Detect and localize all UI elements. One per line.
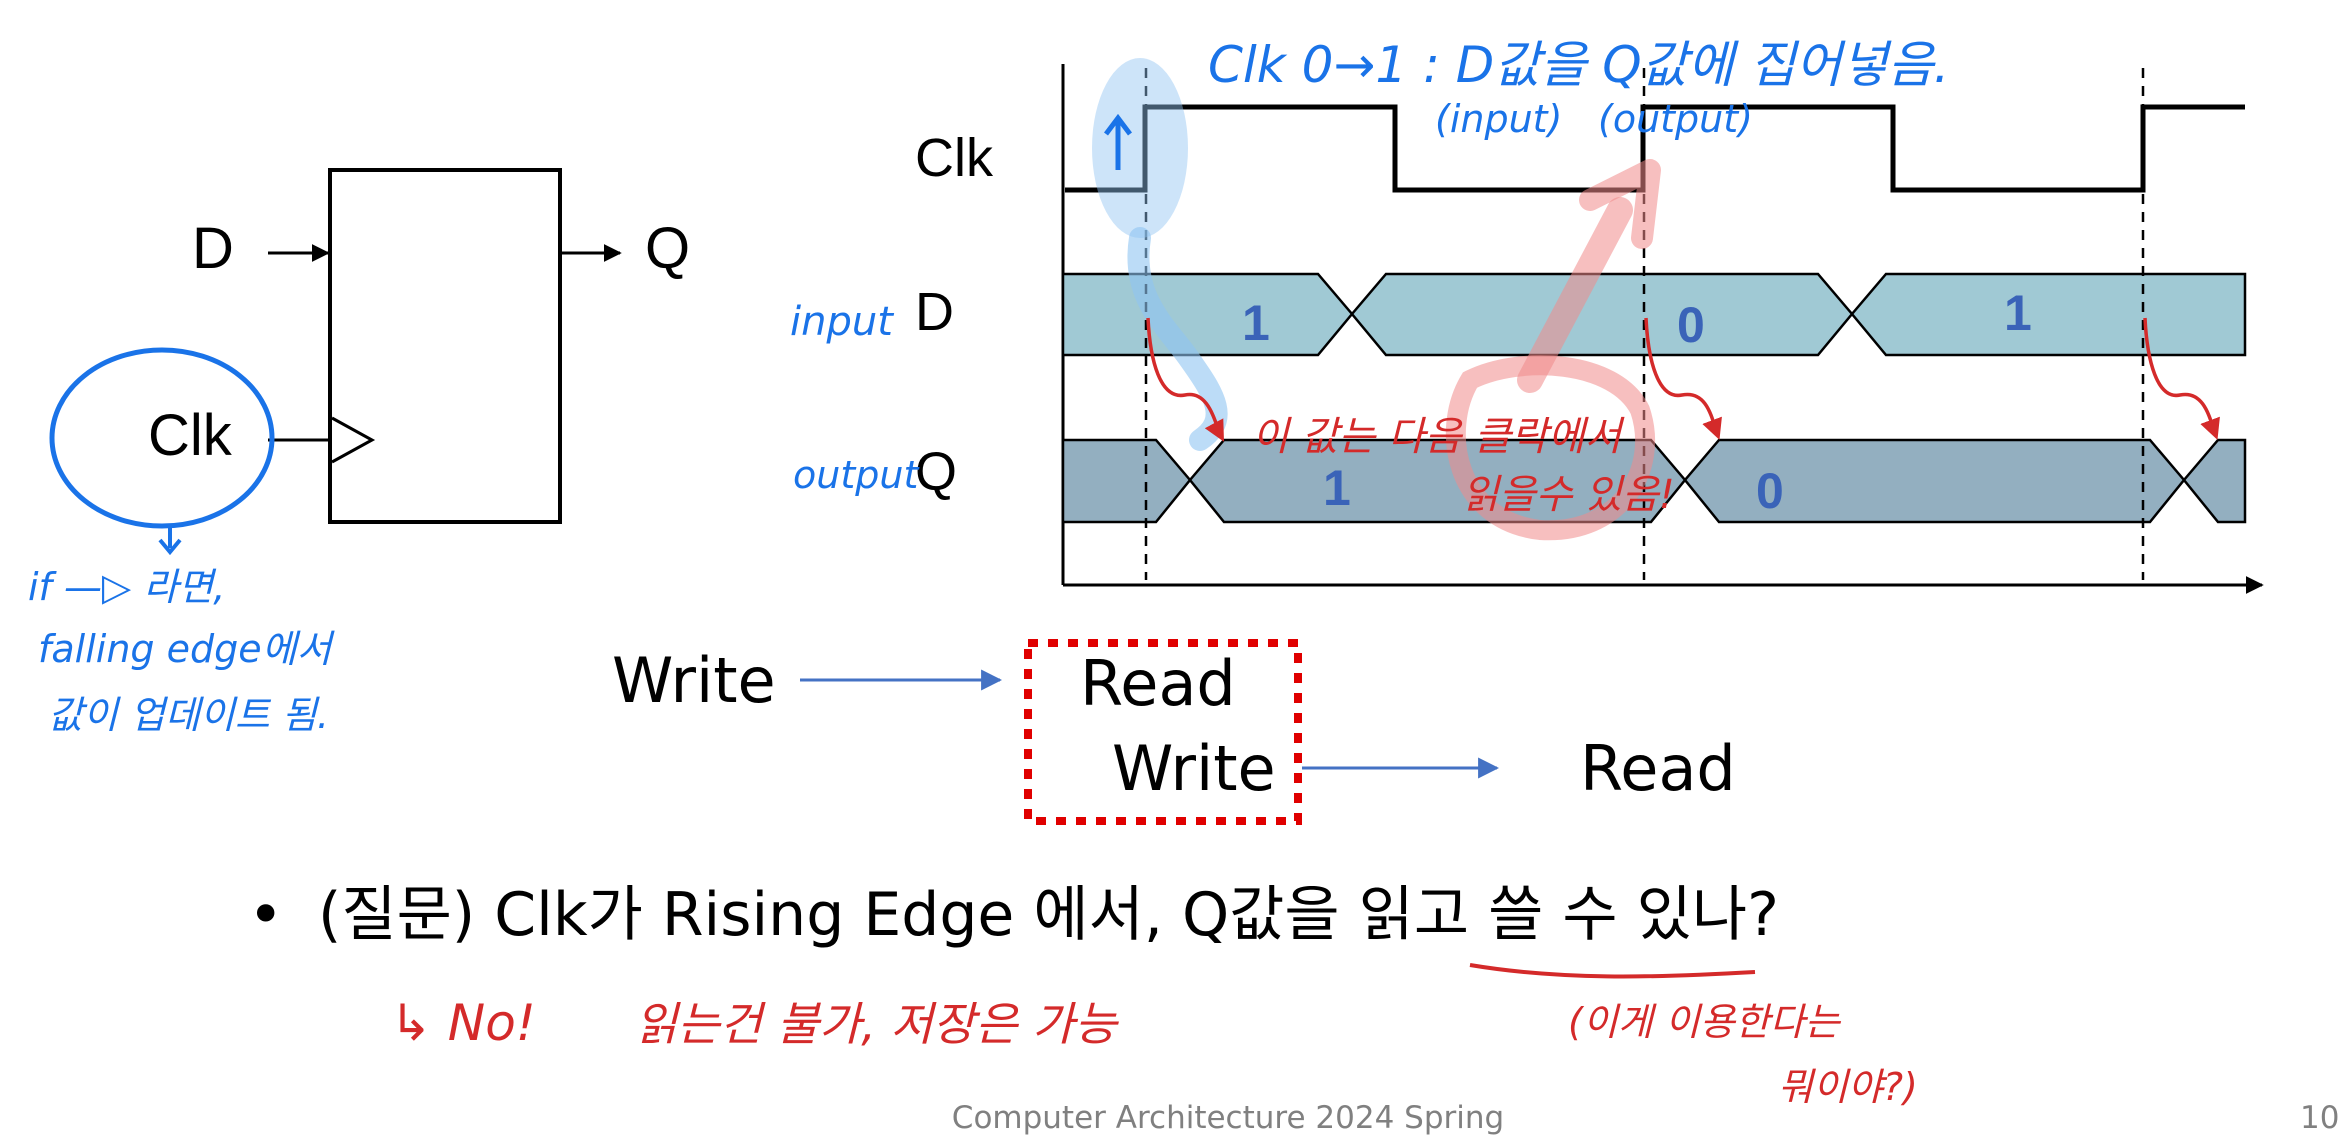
q-segment-2 [1683,438,2186,524]
timing-diagram: Clk D Q 1 0 1 1 0 [915,58,2264,594]
clk-rule-note: Clk 0→1 : D값을 Q값에 집어넣음. [1208,36,1949,94]
timing-clk-label: Clk [915,128,994,188]
question-text: (질문) Clk가 Rising Edge 에서, Q값을 읽고 쓸 수 있나? [318,880,1779,950]
clk-highlight-circle [49,347,275,529]
timing-q-label: Q [915,442,957,502]
q-value-2: 0 [1756,463,1784,519]
flow-read-2: Read [1580,732,1736,805]
flipflop-diagram: D Q Clk [49,168,690,556]
flipflop-clk-label: Clk [148,403,233,468]
underline-mark [1469,963,1756,979]
blue-highlight-stroke [1127,227,1228,451]
red-annotations: 이 값는 다음 클락에서 읽을수 있음! ↳ No! 읽는건 불가, 저장은 가… [390,414,1918,1109]
red-delay-arrow-1 [1146,317,1224,442]
red-delay-arrow-3 [2143,317,2220,440]
down-arrow-icon [158,528,182,556]
clock-triangle-icon [331,416,376,464]
why-note-line2: 뭐이야?) [1778,1065,1918,1109]
red-delay-arrow-2 [1644,317,1722,440]
d-segment-3 [1850,272,2247,357]
d-value-1: 1 [1242,295,1270,351]
flipflop-q-label: Q [645,216,690,281]
d-value-3: 1 [2004,285,2032,341]
flipflop-d-label: D [192,216,234,281]
read-write-flow: Write Read Write Read [612,639,1736,825]
footer-page-number: 10 [2300,1100,2339,1136]
pink-highlight-arrow-head [1579,159,1661,249]
timing-d-label: D [915,282,954,342]
clk-rule-input-note: (input) [1435,97,1562,141]
why-note-line1: (이게 이용한다는 [1568,1000,1842,1044]
rising-edge-highlight [1092,58,1188,238]
question-bullet: • [248,880,283,950]
blue-annotations: Clk 0→1 : D값을 Q값에 집어넣음. (input) (output)… [28,36,1949,737]
answer-detail-note: 읽는건 불가, 저장은 가능 [635,997,1119,1051]
q-segment-0 [1061,438,1192,524]
output-note: output [793,453,920,497]
d-segment-2 [1350,272,1854,357]
d-value-2: 0 [1677,297,1705,353]
d-segment-1 [1061,272,1354,357]
next-clock-note-line1: 이 값는 다음 클락에서 [1252,414,1626,460]
answer-note: ↳ No! [390,994,536,1052]
pink-highlight-arrow-shaft [1517,197,1633,393]
input-note: input [790,299,894,345]
question-block: • (질문) Clk가 Rising Edge 에서, Q값을 읽고 쓸 수 있… [248,880,1779,950]
flow-read-1: Read [1080,647,1236,720]
footer-course: Computer Architecture 2024 Spring [952,1100,1504,1136]
pink-highlight-circle [1445,355,1655,541]
next-clock-note-line2: 읽을수 있음! [1462,472,1675,518]
clk-rule-output-note: (output) [1598,97,1753,141]
falling-note-line3: 값이 업데이트 됨. [48,693,329,737]
flow-write-1: Write [612,644,776,717]
flipflop-box [328,168,562,524]
q-segment-3 [2182,438,2247,524]
falling-note-line2: falling edge에서 [38,627,336,671]
falling-note-line1: if —▷ 라면, [28,565,225,609]
dotted-highlight-box [1024,639,1302,825]
q-value-1: 1 [1323,460,1351,516]
flow-write-2: Write [1112,732,1276,805]
rising-edge-up-arrow-icon [1104,113,1132,170]
